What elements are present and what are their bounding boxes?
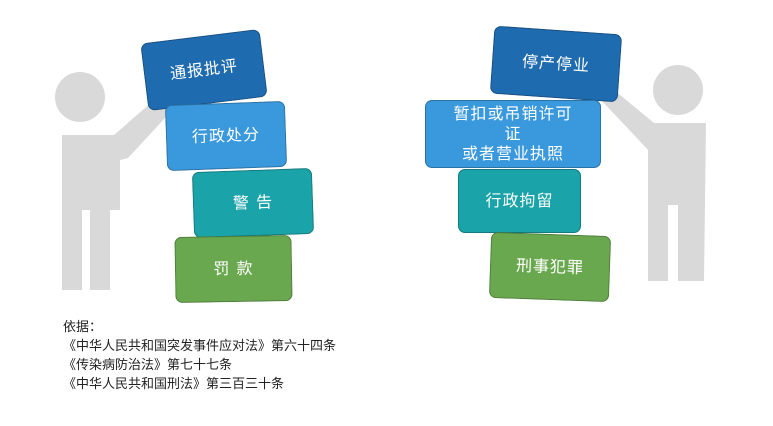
left-person-figure: [55, 72, 170, 290]
right-block-2-line-3: 或者营业执照: [461, 144, 564, 163]
right-block-2-line-2: 证: [504, 124, 522, 143]
legal-basis: 依据： 《中华人民共和国突发事件应对法》第六十四条 《传染病防治法》第七十七条 …: [63, 318, 336, 394]
right-block-3: 行政拘留: [458, 169, 581, 233]
right-block-4-label: 刑事犯罪: [515, 255, 585, 278]
right-block-3-label: 行政拘留: [485, 191, 554, 210]
basis-heading: 依据：: [63, 320, 103, 335]
left-block-3: 警 告: [191, 167, 315, 239]
basis-law-1: 《中华人民共和国突发事件应对法》第六十四条: [63, 339, 337, 354]
left-block-4-label: 罚 款: [213, 258, 254, 279]
left-block-4: 罚 款: [174, 234, 293, 304]
right-block-4: 刑事犯罪: [488, 231, 612, 303]
right-block-1-label: 停产停业: [521, 51, 591, 76]
right-block-2: 暂扣或吊销许可 证 或者营业执照: [425, 100, 601, 168]
basis-law-2: 《传染病防治法》第七十七条: [63, 358, 233, 373]
left-block-2-label: 行政处分: [191, 124, 261, 147]
right-block-2-line-1: 暂扣或吊销许可: [453, 104, 573, 123]
basis-law-3: 《中华人民共和国刑法》第三百三十条: [63, 377, 285, 392]
right-block-1: 停产停业: [489, 25, 623, 103]
right-person-figure: [600, 65, 706, 281]
left-block-1: 通报批评: [140, 28, 268, 112]
left-block-1-label: 通报批评: [169, 55, 239, 84]
left-block-2: 行政处分: [164, 100, 288, 172]
left-block-3-label: 警 告: [232, 192, 274, 213]
